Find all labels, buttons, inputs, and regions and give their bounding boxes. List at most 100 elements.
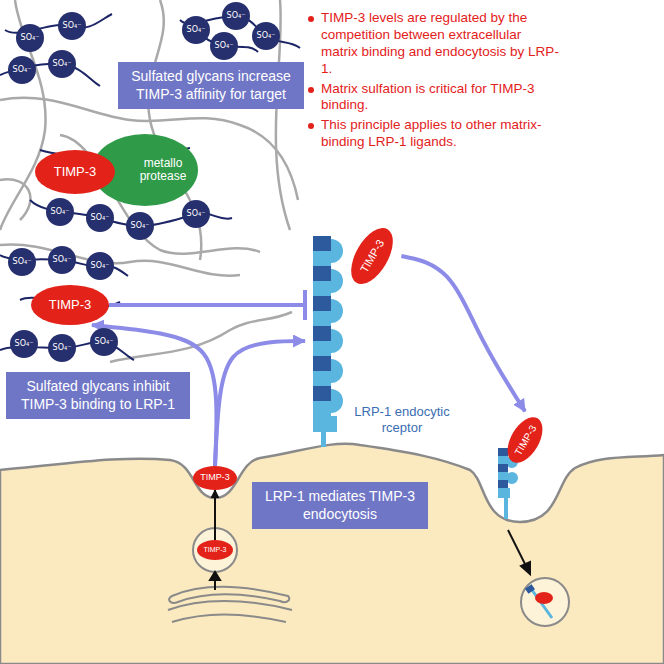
receptor-domain [498,480,508,488]
vesicle [521,578,569,626]
sulfate-group: SO₄⁻ [16,24,44,52]
transport-arrows [210,530,530,590]
matrix-fiber [110,312,292,362]
node-text: SO₄⁻ [187,26,206,35]
node-text: SO₄⁻ [53,256,72,265]
sulfate-group: SO₄⁻ [10,330,38,358]
node-text: TIMP-3 [204,546,227,554]
receptor-domain [313,371,331,386]
node-text: TIMP-3 [200,473,230,483]
text-box: Sulfated glycans inhibit TIMP-3 binding … [6,372,190,419]
receptor-label: LRP-1 endocytic rceptor [343,404,461,435]
receptor-domain [313,266,331,281]
sulfate-group: SO₄⁻ [48,50,76,78]
sulfate-group: SO₄⁻ [8,56,36,84]
note-text: TIMP-3 levels are regulated by the compe… [321,10,559,76]
sulfate-group: SO₄⁻ [58,12,86,40]
node-text: SO₄⁻ [95,338,114,347]
receptor-fragment [532,590,552,618]
receptor-domain [498,464,508,472]
node-text: SO₄⁻ [91,262,110,271]
note-list: TIMP-3 levels are regulated by the compe… [305,10,575,154]
sulfate-group: SO₄⁻ [182,200,210,228]
node-text: SO₄⁻ [187,210,206,219]
receptor-domain [313,251,331,266]
arrow-head [521,562,530,574]
golgi-cisterna [172,615,286,623]
node-text: Sulfated glycans increase TIMP-3 affinit… [126,68,296,103]
note-text: This principle applies to other matrix-b… [321,117,542,149]
text-box: LRP-1 mediates TIMP-3 endocytosis [252,482,428,529]
sulfate-group: SO₄⁻ [210,32,238,60]
golgi [168,587,292,622]
matrix-fiber [0,244,240,275]
receptor-domain [313,326,331,341]
endocytic-vesicle [521,578,569,626]
node-text: SO₄⁻ [91,214,110,223]
node-text: SO₄⁻ [53,344,72,353]
transport-arrow [214,490,216,540]
receptor-domain [498,456,508,464]
node-text: SO₄⁻ [51,208,70,217]
timp3-protein: TIMP-3 [197,540,233,560]
bullet-dot [308,123,314,129]
receptor-domain [313,356,331,371]
text-box: Sulfated glycans increase TIMP-3 affinit… [118,62,304,109]
receptor-domain [313,401,331,416]
timp3-protein: TIMP-3 [193,466,237,490]
timp3-protein: TIMP-3 [31,285,109,325]
golgi-cisterna [168,601,292,610]
timp3-blob [535,592,553,604]
matrix-fiber [0,179,30,220]
sulfate-group: SO₄⁻ [86,252,114,280]
node-text: TIMP-3 [49,298,92,312]
matrix-fibers [0,0,298,362]
timp3-protein: TIMP-3 [35,150,115,194]
sulfate-group: SO₄⁻ [48,246,76,274]
sulfate-group: SO₄⁻ [252,22,280,50]
note-text: Matrix sulfation is critical for TIMP-3 … [321,81,535,113]
node-text: SO₄⁻ [227,12,246,21]
transport-arrow [508,530,526,566]
node-text: SO₄⁻ [53,60,72,69]
cell-membrane [0,444,664,664]
node-text: SO₄⁻ [63,22,82,31]
receptor-domain [498,472,508,480]
node-text: SO₄⁻ [215,42,234,51]
node-text: SO₄⁻ [13,258,32,267]
node-text: SO₄⁻ [257,32,276,41]
receptor-domain [313,311,331,326]
node-text: SO₄⁻ [15,340,34,349]
receptor-domain [313,296,331,311]
note-item: This principle applies to other matrix-b… [305,117,561,151]
timp3-protein: TIMP-3 [343,221,402,291]
sulfate-group: SO₄⁻ [46,198,74,226]
sulfate-group: SO₄⁻ [86,204,114,232]
receptor-stem [321,430,326,447]
node-text: SO₄⁻ [13,66,32,75]
receptor-domain [498,488,510,498]
node-text: TIMP-3 [54,165,97,179]
sulfate-group: SO₄⁻ [90,328,118,356]
note-item: Matrix sulfation is critical for TIMP-3 … [305,81,561,115]
receptor-domain [313,236,331,251]
receptor-domain [313,416,337,432]
node-text: LRP-1 mediates TIMP-3 endocytosis [260,488,420,523]
receptor-fragment [525,584,535,594]
bullet-dot [308,16,314,22]
receptor-domain [313,281,331,296]
note-item: TIMP-3 levels are regulated by the compe… [305,10,561,78]
sulfate-group: SO₄⁻ [182,16,210,44]
bullet-dot [308,87,314,93]
sulfate-group: SO₄⁻ [8,248,36,276]
node-text: SO₄⁻ [21,34,40,43]
node-text: Sulfated glycans inhibit TIMP-3 binding … [14,378,182,413]
sulfate-group: SO₄⁻ [48,334,76,362]
node-text: TIMP-3 [512,423,538,457]
inhibition-line [109,303,305,307]
arrow-head [210,572,220,580]
flow-arrow [401,256,525,411]
receptor-domain [313,386,331,401]
sulfate-group: SO₄⁻ [126,212,154,240]
flow-arrow [215,341,305,466]
